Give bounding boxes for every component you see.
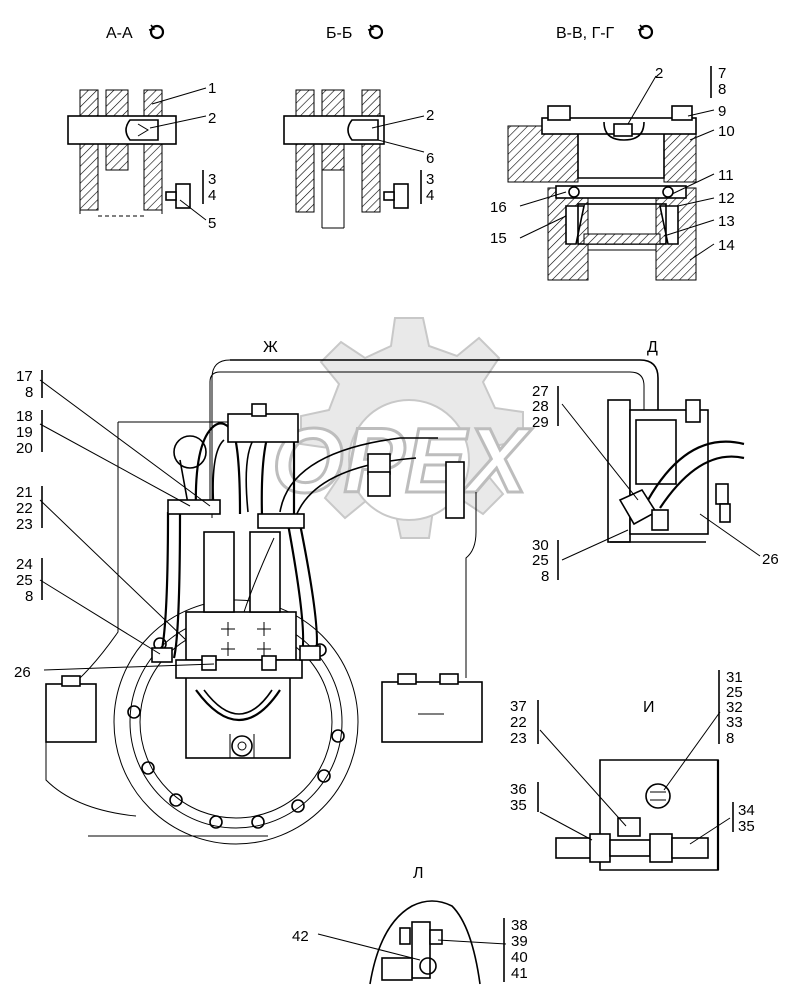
callout-i-32: 32 [726,699,743,716]
section-aa-title: А-А [106,25,133,42]
callout-i-25: 25 [726,684,743,701]
view-d: 27 28 29 30 25 8 26 [532,383,779,585]
callout-main-26: 26 [14,664,31,681]
callout-main-23: 23 [16,516,33,533]
rotate-symbol-icon [148,24,165,40]
callout-l-39: 39 [511,933,528,950]
callout-bb-2: 2 [426,107,434,124]
callout-aa-2: 2 [208,110,216,127]
callout-i-8: 8 [726,730,734,747]
callout-l-41: 41 [511,965,528,982]
callout-main-20: 20 [16,440,33,457]
callout-l-40: 40 [511,949,528,966]
callout-vg-13: 13 [718,213,735,230]
view-d-label: Д [647,339,658,356]
callout-main-8b: 8 [25,588,33,605]
callout-vg-15: 15 [490,230,507,247]
view-zh-label: Ж [263,339,278,356]
callout-vg-2: 2 [655,65,663,82]
view-l: Л 42 38 39 40 41 [292,865,528,985]
callout-bb-3: 3 [426,171,434,188]
callout-d-25: 25 [532,552,549,569]
callout-i-35a: 35 [510,797,527,814]
callout-d-28: 28 [532,398,549,415]
callout-i-35b: 35 [738,818,755,835]
callout-main-19: 19 [16,424,33,441]
callout-aa-4: 4 [208,187,216,204]
callout-d-26: 26 [762,551,779,568]
view-i: И 31 25 32 33 8 37 22 23 36 35 34 35 [510,669,755,871]
callout-vg-7: 7 [718,65,726,82]
callout-bb-6: 6 [426,150,434,167]
callout-i-33: 33 [726,714,743,731]
watermark-text: OPEX [272,410,532,512]
section-aa: А-А 1 2 3 4 5 [67,24,216,232]
rotate-symbol-icon [637,24,654,40]
callout-main-24: 24 [16,556,33,573]
section-vg-title: В-В, Г-Г [556,25,615,42]
callout-d-29: 29 [532,414,549,431]
callout-i-34: 34 [738,802,755,819]
callout-d-8: 8 [541,568,549,585]
section-bb: Б-Б 2 6 3 4 [283,24,434,229]
callout-i-36: 36 [510,781,527,798]
callout-main-21: 21 [16,484,33,501]
callout-main-25: 25 [16,572,33,589]
main-view: Ж Д [14,339,659,845]
callout-main-22: 22 [16,500,33,517]
callout-i-22: 22 [510,714,527,731]
callout-d-30: 30 [532,537,549,554]
view-l-label: Л [413,865,424,882]
section-vg: В-В, Г-Г 2 7 8 9 10 11 12 [490,24,735,281]
callout-vg-8: 8 [718,81,726,98]
callout-aa-1: 1 [208,80,216,97]
callout-i-37: 37 [510,698,527,715]
callout-aa-3: 3 [208,171,216,188]
callout-vg-12: 12 [718,190,735,207]
callout-main-18: 18 [16,408,33,425]
callout-l-42: 42 [292,928,309,945]
rotate-symbol-icon [367,24,384,40]
callout-vg-10: 10 [718,123,735,140]
view-i-label: И [643,699,655,716]
callout-vg-9: 9 [718,103,726,120]
callout-main-8a: 8 [25,384,33,401]
callout-i-23: 23 [510,730,527,747]
watermark-logo: OPEX [271,317,534,539]
callout-main-17: 17 [16,368,33,385]
callout-aa-5: 5 [208,215,216,232]
callout-i-31: 31 [726,669,743,686]
section-bb-title: Б-Б [326,25,352,42]
callout-vg-11: 11 [718,167,734,184]
callout-vg-14: 14 [718,237,735,254]
callout-l-38: 38 [511,917,528,934]
callout-vg-16: 16 [490,199,507,216]
callout-bb-4: 4 [426,187,434,204]
callout-d-27: 27 [532,383,549,400]
